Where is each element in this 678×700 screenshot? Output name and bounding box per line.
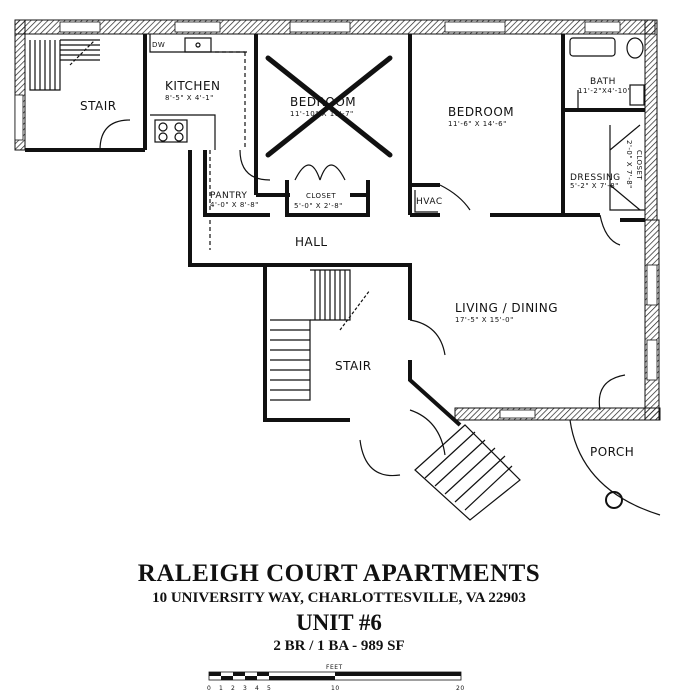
label-kitchen-dim: 8'-5" X 4'-1"	[165, 94, 214, 102]
interior-walls	[25, 34, 645, 427]
label-dressing: DRESSING	[570, 173, 621, 183]
scale-tick-3: 3	[243, 685, 247, 692]
label-hall: HALL	[295, 235, 328, 249]
label-bedroom-2: BEDROOM	[448, 105, 514, 119]
label-stair-center: STAIR	[335, 359, 372, 373]
label-porch: PORCH	[590, 445, 634, 459]
label-kitchen: KITCHEN	[165, 79, 221, 93]
label-living: LIVING / DINING	[455, 301, 558, 315]
scale-tick-0: 0	[207, 685, 211, 692]
windows	[14, 21, 658, 419]
title-address: 10 UNIVERSITY WAY, CHARLOTTESVILLE, VA 2…	[152, 590, 526, 606]
label-dw: DW	[152, 41, 165, 49]
label-bedroom-1: BEDROOM	[290, 95, 356, 109]
label-bath: BATH	[590, 77, 616, 87]
label-stair-top: STAIR	[80, 99, 117, 113]
label-dressing-dim: 5'-2" X 7'-8"	[570, 182, 619, 190]
room-labels: STAIR KITCHEN 8'-5" X 4'-1" DW BEDROOM 1…	[80, 41, 643, 459]
scale-tick-4: 4	[255, 685, 259, 692]
scale-tick-10: 10	[331, 685, 340, 692]
thin-lines	[29, 34, 661, 521]
label-pantry: PANTRY	[210, 191, 247, 201]
label-closet-small-dim: 2'-0" X 7'-8"	[625, 140, 633, 189]
title-unit: UNIT #6	[296, 610, 382, 635]
label-bedroom-2-dim: 11'-6" X 14'-6"	[448, 120, 507, 128]
label-living-dim: 17'-5" X 15'-0"	[455, 316, 514, 324]
label-hvac: HVAC	[416, 197, 443, 207]
scale-tick-2: 2	[231, 685, 235, 692]
scale-tick-20: 20	[456, 685, 465, 692]
label-closet: CLOSET	[306, 192, 336, 200]
scale-tick-5: 5	[267, 685, 271, 692]
title-name: RALEIGH COURT APARTMENTS	[137, 560, 541, 587]
title-summary: 2 BR / 1 BA - 989 SF	[273, 638, 405, 654]
label-bedroom-1-dim: 11'-10" X 16'-7"	[290, 110, 354, 118]
crossed-out-mark	[265, 55, 393, 158]
scale-bar: FEET 0 1 2 3 4 5 10 20	[207, 664, 465, 692]
label-closet-small: CLOSET	[635, 150, 643, 180]
label-pantry-dim: 4'-0" X 8'-8"	[210, 201, 259, 209]
label-closet-dim: 5'-0" X 2'-8"	[294, 202, 343, 210]
label-bath-dim: 11'-2"X4'-10"	[578, 87, 631, 95]
scale-label: FEET	[326, 664, 343, 671]
scale-tick-1: 1	[219, 685, 223, 692]
